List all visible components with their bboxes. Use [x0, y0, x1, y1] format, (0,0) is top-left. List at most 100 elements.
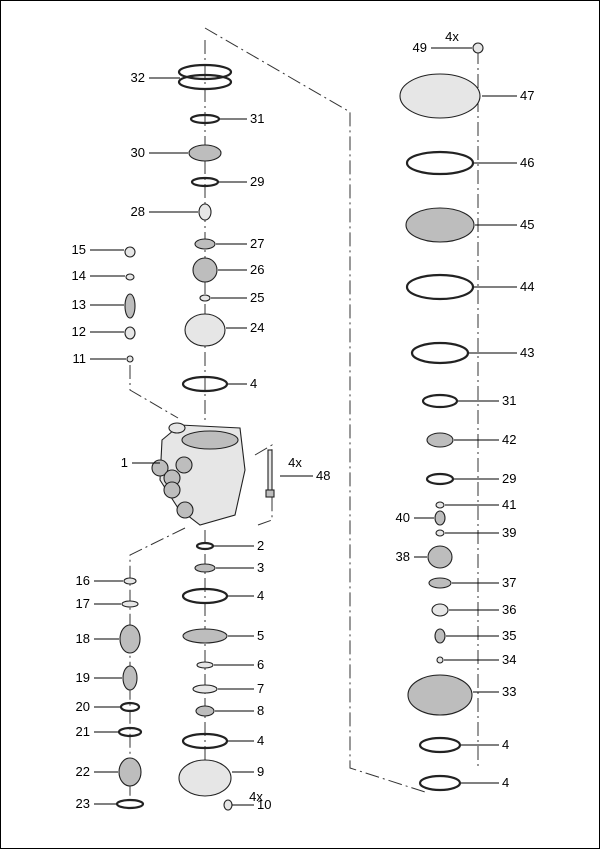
callout-label: 18: [76, 631, 90, 646]
callout-label: 4: [257, 588, 264, 603]
part-12: [125, 273, 135, 281]
callout-label: 13: [72, 297, 86, 312]
callout-label: 44: [520, 279, 534, 294]
callout-label: 41: [502, 497, 516, 512]
part-45: [435, 529, 445, 537]
callout-label: 4: [502, 737, 509, 752]
callout-label: 12: [72, 324, 86, 339]
callout-label: 36: [502, 602, 516, 617]
callout-label: 37: [502, 575, 516, 590]
callout-label: 17: [76, 596, 90, 611]
part-14: [124, 326, 136, 340]
callout-label: 46: [520, 155, 534, 170]
part-42: [425, 472, 455, 486]
callout-label: 33: [502, 684, 516, 699]
callout-label: 40: [396, 510, 410, 525]
callout-label: 47: [520, 88, 534, 103]
part-36: [405, 150, 475, 176]
part-49: [434, 628, 446, 644]
part-5: [198, 203, 212, 221]
callout-label: 32: [131, 70, 145, 85]
housing-body: [151, 422, 246, 526]
callout-label: 29: [250, 174, 264, 189]
part-21: [192, 684, 218, 694]
part-16: [195, 541, 215, 551]
part-24: [178, 759, 232, 797]
callout-label: 6: [257, 657, 264, 672]
quantity-label: 4x: [249, 789, 263, 804]
part-30: [119, 701, 141, 713]
part-28: [119, 624, 141, 654]
callout-label: 20: [76, 699, 90, 714]
part-13: [124, 293, 136, 319]
part-38: [405, 273, 475, 301]
callout-label: 26: [250, 262, 264, 277]
callout-label: 45: [520, 217, 534, 232]
callout-label: 25: [250, 290, 264, 305]
part-35: [399, 73, 481, 119]
part-48: [431, 603, 449, 617]
callout-label: 4: [250, 376, 257, 391]
part-2: [189, 113, 221, 125]
callout-label: 3: [257, 560, 264, 575]
callout-label: 31: [250, 111, 264, 126]
callout-label: 38: [396, 549, 410, 564]
part-0: [177, 63, 233, 81]
callout-label: 10: [257, 797, 271, 812]
parts-group: [115, 42, 484, 811]
callout-label: 14: [72, 268, 86, 283]
callout-label: 8: [257, 703, 264, 718]
part-32: [118, 757, 142, 787]
part-25: [223, 799, 233, 811]
callout-label: 23: [76, 796, 90, 811]
part-26: [123, 577, 137, 585]
part-29: [122, 665, 138, 691]
callout-label: 4: [502, 775, 509, 790]
callout-label: 7: [257, 681, 264, 696]
part-18: [181, 587, 229, 605]
part-27: [121, 600, 139, 608]
callout-label: 42: [502, 432, 516, 447]
part-11: [124, 246, 136, 258]
part-4: [190, 176, 220, 188]
callout-label: 27: [250, 236, 264, 251]
callout-label: 11: [73, 351, 87, 366]
part-6: [194, 238, 216, 250]
callout-label: 15: [72, 242, 86, 257]
part-20: [196, 661, 214, 669]
part-22: [195, 705, 215, 717]
callout-label: 34: [502, 652, 516, 667]
lower-left-axis-line: [129, 527, 186, 800]
part-15: [126, 355, 134, 363]
callout-label: 16: [76, 573, 90, 588]
part-43: [435, 501, 445, 509]
part-40: [421, 393, 459, 409]
callout-label: 48: [316, 468, 330, 483]
bolt-48-head: [265, 489, 275, 498]
callout-label: 9: [257, 764, 264, 779]
part-23: [181, 732, 229, 750]
part-9: [184, 313, 226, 347]
callout-label: 19: [76, 670, 90, 685]
callout-label: 49: [413, 40, 427, 55]
part-52: [418, 736, 462, 754]
callout-label: 5: [257, 628, 264, 643]
part-41: [426, 432, 454, 448]
part-33: [115, 798, 145, 810]
part-17: [194, 563, 216, 573]
part-51: [407, 674, 473, 716]
left-axis-line: [129, 365, 179, 419]
callout-label: 21: [76, 724, 90, 739]
part-46: [427, 545, 453, 569]
callout-label: 28: [131, 204, 145, 219]
callout-label: 2: [257, 538, 264, 553]
part-44: [434, 510, 446, 526]
part-53: [418, 774, 462, 792]
part-3: [188, 144, 222, 162]
callout-label: 29: [502, 471, 516, 486]
callout-label: 24: [250, 320, 264, 335]
callout-label: 43: [520, 345, 534, 360]
